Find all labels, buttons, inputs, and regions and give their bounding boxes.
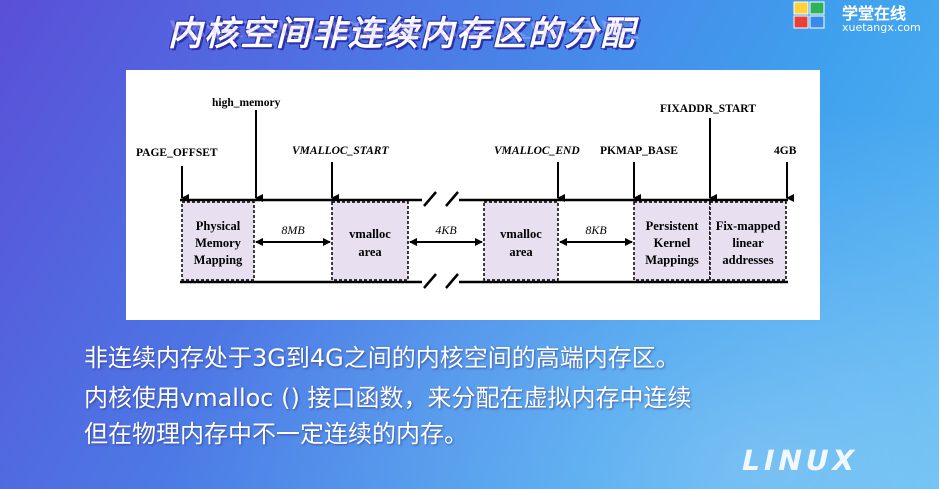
physical-label-line1: Physical bbox=[196, 219, 241, 233]
label-4gb: 4GB bbox=[774, 145, 797, 157]
fixmapped-label-line1: Fix-mapped bbox=[716, 219, 781, 233]
break-mark bbox=[445, 191, 459, 207]
memory-layout-svg: Physical Memory Mapping vmalloc area vma… bbox=[136, 97, 797, 289]
vmalloc1-label-line2: area bbox=[358, 245, 382, 259]
break-mark bbox=[423, 273, 437, 289]
label-pkmap-base: PKMAP_BASE bbox=[600, 145, 678, 157]
gap-label-8kb: 8KB bbox=[585, 223, 607, 237]
label-page-offset: PAGE_OFFSET bbox=[136, 147, 218, 159]
gap-label-4kb: 4KB bbox=[435, 223, 457, 237]
caption-line-2: 内核使用vmalloc () 接口函数，来分配在虚拟内存中连续 bbox=[84, 384, 692, 412]
break-mark bbox=[445, 273, 459, 289]
persistent-label-line1: Persistent bbox=[646, 219, 700, 233]
gap-label-8mb: 8MB bbox=[281, 223, 305, 237]
region-physical-memory-mapping bbox=[181, 201, 255, 281]
label-vmalloc-start: VMALLOC_START bbox=[292, 145, 389, 157]
region-fix-mapped-linear-addresses bbox=[709, 201, 787, 281]
persistent-label-line2: Kernel bbox=[654, 236, 691, 250]
physical-label-line3: Mapping bbox=[194, 253, 243, 267]
caption-line-3: 但在物理内存中不一定连续的内存。 bbox=[84, 420, 468, 448]
logo-url-text: xuetangx.com bbox=[842, 21, 921, 34]
xuetangx-logo: 学堂在线 xuetangx.com bbox=[790, 0, 939, 44]
logo-brand-text: 学堂在线 bbox=[842, 4, 907, 23]
vmalloc2-label-line1: vmalloc bbox=[500, 227, 542, 241]
slide-title: 内核空间非连续内存区的分配 bbox=[168, 14, 636, 54]
memory-layout-diagram: Physical Memory Mapping vmalloc area vma… bbox=[126, 70, 820, 320]
label-vmalloc-end: VMALLOC_END bbox=[494, 145, 580, 157]
vmalloc1-label-line1: vmalloc bbox=[349, 227, 391, 241]
linux-watermark: LINUX bbox=[738, 444, 862, 477]
fixmapped-label-line3: addresses bbox=[722, 253, 773, 267]
fixmapped-label-line2: linear bbox=[732, 236, 764, 250]
label-high-memory: high_memory bbox=[212, 97, 281, 109]
region-persistent-kernel-mappings bbox=[633, 201, 711, 281]
persistent-label-line3: Mappings bbox=[645, 253, 699, 267]
region-vmalloc-area-1 bbox=[331, 201, 409, 281]
region-vmalloc-area-2 bbox=[483, 201, 559, 281]
caption-line-1: 非连续内存处于3G到4G之间的内核空间的高端内存区。 bbox=[84, 344, 680, 372]
physical-label-line2: Memory bbox=[195, 236, 242, 250]
break-mark bbox=[423, 191, 437, 207]
slide-title-reflection: 内核空间非连续内存区的分配 bbox=[168, 17, 636, 42]
label-fixaddr-start: FIXADDR_START bbox=[660, 103, 756, 115]
xuetangx-logo-icon bbox=[793, 1, 825, 29]
vmalloc2-label-line2: area bbox=[509, 245, 533, 259]
